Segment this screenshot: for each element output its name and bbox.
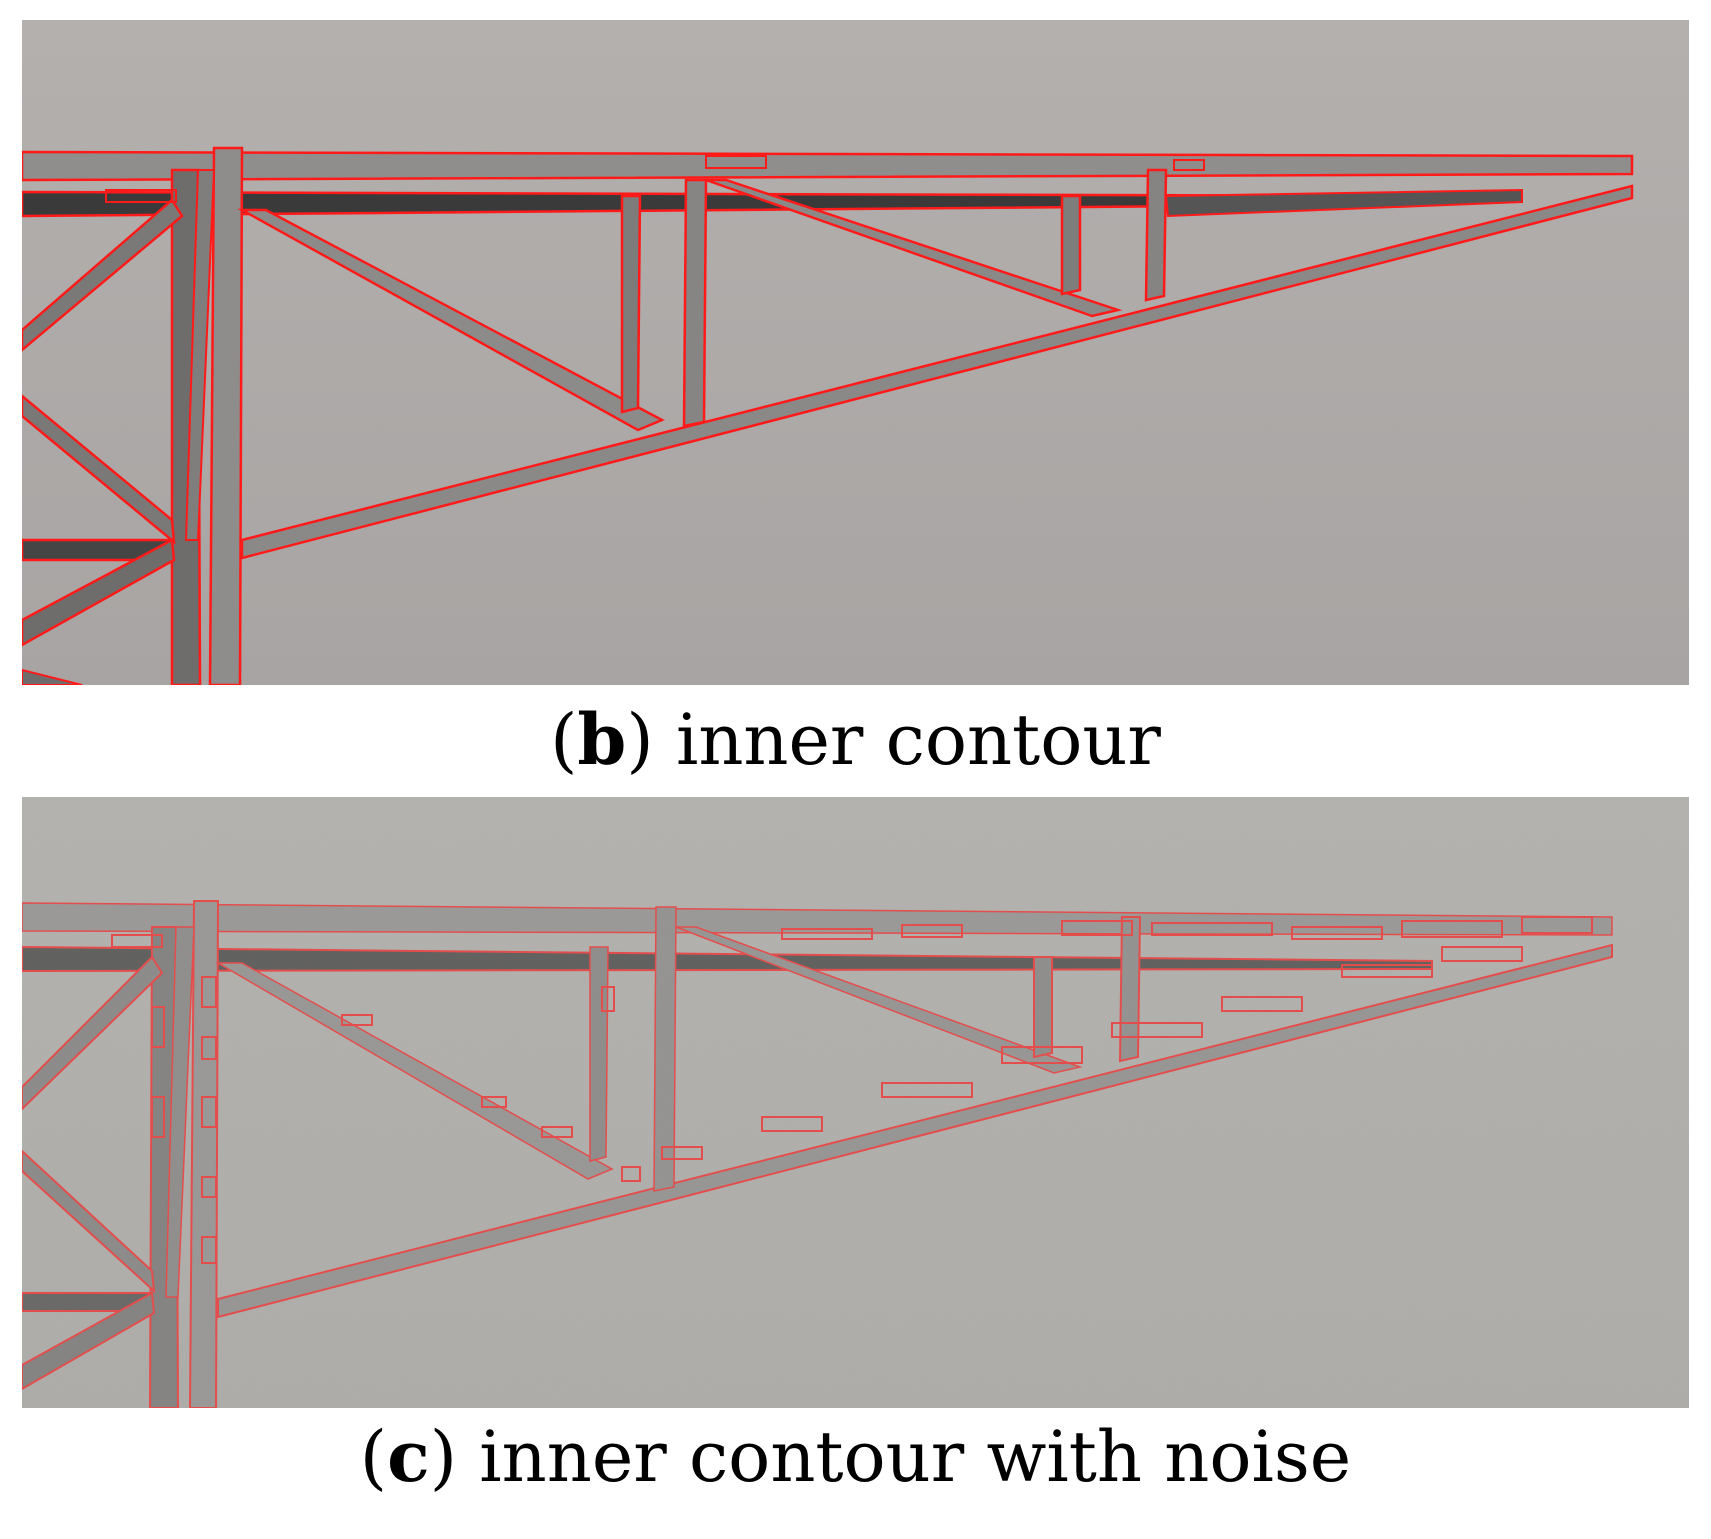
truss-structure <box>22 146 1634 685</box>
caption-c: (c) inner contour with noise <box>359 1415 1352 1498</box>
caption-b-letter: b <box>577 698 627 781</box>
caption-b: (b) inner contour <box>550 698 1161 781</box>
truss-photo-inner-contour-noise <box>22 797 1689 1408</box>
image-panel-b <box>22 20 1689 685</box>
background <box>22 20 1689 685</box>
caption-c-letter: c <box>387 1415 430 1498</box>
truss-photo-inner-contour <box>22 20 1689 685</box>
noise-overlay <box>22 797 1689 1408</box>
image-panel-c <box>22 797 1689 1408</box>
caption-b-text: inner contour <box>675 699 1161 781</box>
caption-c-text: inner contour with noise <box>479 1416 1352 1498</box>
